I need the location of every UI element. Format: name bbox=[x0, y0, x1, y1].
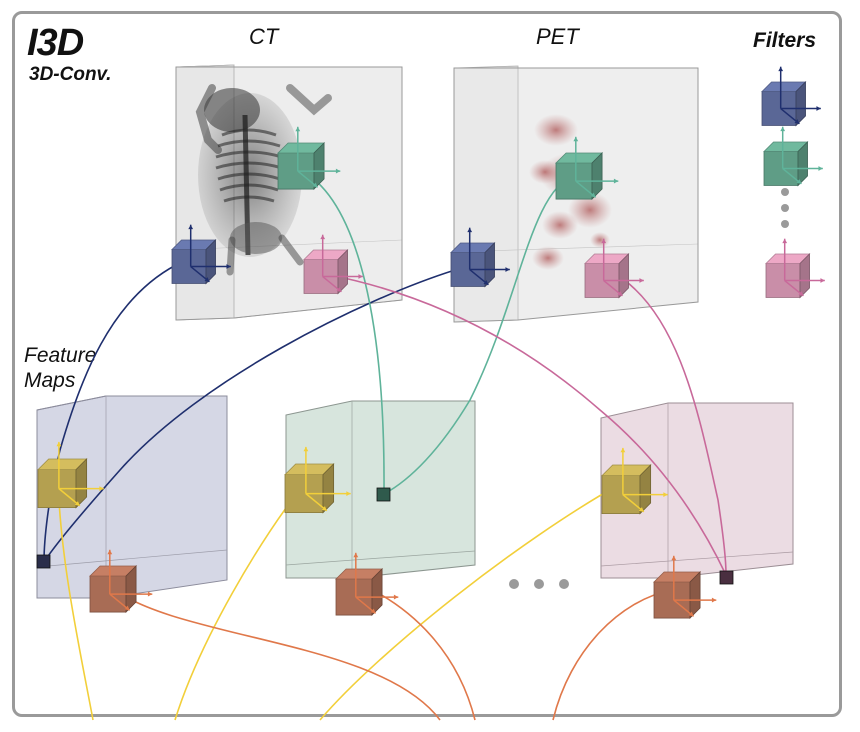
link-orange-3 bbox=[552, 589, 673, 721]
legend-filter-green-cube bbox=[763, 126, 823, 187]
fmap3-kernel-orange-cube bbox=[653, 555, 717, 620]
link-blue-pet bbox=[43, 269, 456, 563]
output-voxel-pink bbox=[719, 570, 734, 585]
fmap1-kernel-orange-cube bbox=[89, 549, 153, 614]
link-green-pet bbox=[383, 174, 576, 495]
diagram-subtitle: 3D-Conv. bbox=[29, 64, 112, 85]
feature-maps-label-line2: Maps bbox=[24, 369, 76, 392]
pet-filter-blue-cube bbox=[450, 227, 510, 288]
link-yellow-3 bbox=[319, 483, 621, 721]
more-maps-ellipsis bbox=[509, 579, 569, 589]
link-blue-ct bbox=[43, 264, 177, 563]
fmap2-kernel-yellow-cube bbox=[284, 446, 351, 514]
ct-filter-pink-cube bbox=[303, 234, 363, 295]
ct-skeleton-image bbox=[195, 84, 332, 276]
fmap2-kernel-orange-cube bbox=[335, 552, 399, 617]
figure-frame bbox=[12, 11, 842, 717]
ct-volume-label: CT bbox=[249, 24, 279, 49]
fmap1-kernel-yellow-cube bbox=[37, 441, 104, 509]
link-green-ct bbox=[299, 169, 385, 491]
link-pink-ct bbox=[329, 274, 727, 576]
legend-ellipsis-dot-2 bbox=[781, 204, 789, 212]
link-orange-1 bbox=[111, 587, 441, 721]
pet-filter-pink-cube bbox=[584, 238, 644, 299]
feature-maps-label-line1: Feature bbox=[24, 344, 97, 367]
diagram-title: I3D bbox=[27, 22, 84, 64]
pet-volume-label: PET bbox=[536, 24, 579, 49]
output-voxel-blue bbox=[36, 554, 51, 569]
link-yellow-1 bbox=[57, 477, 94, 721]
fmap3-kernel-yellow-cube bbox=[601, 447, 668, 515]
legend-filter-pink-cube bbox=[765, 238, 825, 299]
ct-volume bbox=[175, 64, 403, 321]
feature-map-3 bbox=[600, 402, 794, 579]
legend-filter-blue-cube bbox=[761, 66, 821, 127]
legend-ellipsis-dot-3 bbox=[781, 220, 789, 228]
link-pink-pet bbox=[611, 271, 727, 575]
feature-map-1 bbox=[36, 395, 228, 599]
filters-legend-label: Filters bbox=[753, 29, 817, 52]
ct-filter-blue-cube bbox=[171, 224, 231, 285]
legend-ellipsis-dot-1 bbox=[781, 188, 789, 196]
pet-filter-green-cube bbox=[555, 136, 619, 201]
ct-filter-green-cube bbox=[277, 126, 341, 191]
output-voxel-green bbox=[376, 487, 391, 502]
